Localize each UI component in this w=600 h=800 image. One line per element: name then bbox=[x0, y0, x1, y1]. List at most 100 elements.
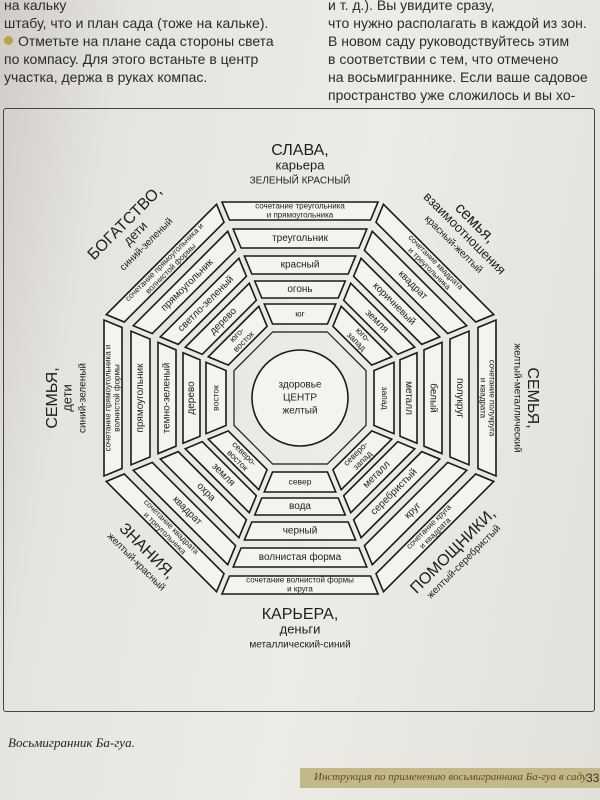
sector-label-w-direction: восток bbox=[210, 385, 220, 411]
bagua-diagram-frame bbox=[3, 108, 595, 712]
inner-octagon-outline bbox=[233, 331, 367, 465]
page-number: 33 bbox=[586, 771, 600, 785]
sector-cell-w-element bbox=[182, 351, 201, 445]
text-line: на восьмиграннике. Если ваше садовое bbox=[328, 69, 588, 85]
text-line: Отметьте на плане сада стороны света bbox=[4, 32, 299, 50]
figure-caption: Восьмигранник Ба-гуа. bbox=[8, 735, 135, 750]
bullet-icon bbox=[4, 36, 13, 45]
text-line: на кальку bbox=[4, 0, 67, 13]
running-footer: Инструкция по применению восьмигранника … bbox=[314, 771, 587, 783]
sector-label-n-shape: треугольник bbox=[272, 233, 329, 244]
sector-cell-n-shape bbox=[232, 228, 368, 249]
sector-cell-e-combo bbox=[477, 318, 497, 478]
zone-title-n: ЗЕЛЕНЫЙ КРАСНЫЙ bbox=[250, 174, 351, 187]
sector-cell-nw-direction bbox=[206, 304, 269, 367]
sector-cell-sw-color bbox=[158, 450, 248, 540]
sector-label-e-direction: запад bbox=[380, 387, 390, 410]
text-line: в соответствии с тем, что отмечено bbox=[328, 51, 559, 67]
sector-cell-sw-direction bbox=[206, 429, 269, 492]
sector-label-n-combo: и прямоугольника bbox=[267, 211, 334, 220]
sector-cell-sw-combo bbox=[104, 473, 225, 594]
text-line: что нужно располагать в каждой из зон. bbox=[328, 15, 587, 31]
text-line: по компасу. Для этого встаньте в центр bbox=[4, 51, 259, 67]
zone-title-w: дети bbox=[59, 384, 74, 412]
sector-cell-sw-shape bbox=[131, 461, 237, 567]
sector-cell-se-element bbox=[342, 440, 417, 515]
sector-label-e-combo: и квадрата bbox=[478, 378, 487, 419]
center-label-line2: ЦЕНТР bbox=[283, 393, 317, 404]
sector-label-s-combo: и круга bbox=[287, 585, 313, 594]
sector-cell-sw-element bbox=[183, 440, 258, 515]
sector-label-e-shape: полукруг bbox=[454, 378, 465, 418]
sector-cell-se-shape bbox=[363, 461, 469, 567]
sector-cell-w-shape bbox=[130, 330, 151, 466]
zone-title-s: металлический-синий bbox=[249, 640, 350, 651]
sector-label-w-shape: прямоугольник bbox=[135, 363, 146, 433]
sector-cell-s-shape bbox=[232, 547, 368, 568]
sector-label-w-combo: сочетание прямоугольника и bbox=[104, 345, 113, 452]
sector-label-n-combo: сочетание треугольника bbox=[255, 202, 345, 211]
center-circle bbox=[251, 349, 349, 447]
sector-label-e-combo: сочетание полукруга bbox=[487, 360, 496, 437]
sector-cell-nw-shape bbox=[131, 229, 237, 335]
sector-cell-n-combo bbox=[220, 201, 380, 221]
sector-cell-se-color bbox=[352, 450, 442, 540]
sector-cell-nw-color bbox=[158, 256, 248, 346]
text-line: и т. д.). Вы увидите сразу, bbox=[328, 0, 495, 13]
text-line: участка, держа в руках компас. bbox=[4, 69, 208, 85]
text-line: В новом саду руководствуйтесь этим bbox=[328, 33, 570, 49]
sector-cell-w-direction bbox=[205, 361, 227, 435]
sector-label-s-direction: север bbox=[289, 476, 312, 486]
sector-label-w-color: темно-зеленый bbox=[162, 363, 173, 434]
sector-cell-e-color bbox=[423, 341, 443, 455]
center-label-line3: желтый bbox=[282, 406, 317, 417]
footer-bar bbox=[300, 768, 600, 788]
sector-cell-e-direction bbox=[373, 361, 395, 435]
zone-title-w: синий-зеленый bbox=[78, 363, 89, 433]
sector-cell-n-element bbox=[253, 280, 347, 299]
sector-cell-s-color bbox=[243, 521, 357, 541]
sector-cell-ne-element bbox=[342, 281, 417, 356]
sector-cell-s-direction bbox=[263, 471, 337, 493]
sector-cell-nw-element bbox=[183, 281, 258, 356]
sector-label-e-element: металл bbox=[403, 381, 414, 415]
zone-title-e: желтый-металлический bbox=[511, 343, 522, 452]
text-line: пространство уже сложилось и вы хо- bbox=[328, 87, 576, 103]
zone-title-n: СЛАВА, bbox=[271, 142, 328, 159]
sector-label-n-direction: юг bbox=[295, 308, 304, 318]
zone-title-n: карьера bbox=[276, 157, 326, 172]
sector-cell-se-combo bbox=[375, 473, 496, 594]
zone-title-nw: БОГАТСТВО, bbox=[85, 183, 166, 264]
zone-title-s: КАРЬЕРА, bbox=[262, 606, 339, 623]
sector-cell-n-direction bbox=[263, 303, 337, 325]
sector-label-n-color: красный bbox=[281, 260, 320, 271]
sector-cell-n-color bbox=[243, 255, 357, 275]
sector-cell-nw-combo bbox=[104, 202, 225, 323]
sector-cell-se-direction bbox=[331, 429, 394, 492]
sector-label-e-color: белый bbox=[427, 383, 439, 412]
zone-title-w: СЕМЬЯ, bbox=[44, 367, 61, 428]
text-line: штабу, что и план сада (тоже на кальке). bbox=[4, 15, 269, 31]
sector-label-s-color: черный bbox=[283, 526, 318, 537]
sector-cell-w-color bbox=[157, 341, 177, 455]
sector-label-n-element: огонь bbox=[287, 284, 312, 295]
sector-cell-ne-shape bbox=[363, 229, 469, 335]
sector-label-s-shape: волнистая форма bbox=[259, 551, 342, 563]
sector-cell-e-shape bbox=[449, 330, 470, 466]
sector-cell-ne-combo bbox=[375, 202, 496, 323]
zone-title-e: СЕМЬЯ, bbox=[524, 367, 541, 428]
zone-title-s: деньги bbox=[280, 621, 321, 636]
sector-label-s-element: вода bbox=[289, 501, 311, 512]
sector-label-w-element: дерево bbox=[186, 381, 197, 415]
sector-cell-ne-color bbox=[352, 256, 442, 346]
right-text-column: и т. д.). Вы увидите сразу, что нужно ра… bbox=[328, 0, 593, 104]
sector-label-w-combo: волнистой формы bbox=[113, 364, 122, 432]
sector-cell-s-element bbox=[253, 497, 347, 516]
sector-cell-w-combo bbox=[103, 318, 123, 478]
sector-label-s-combo: сочетание волнистой формы bbox=[246, 576, 354, 585]
center-label-line1: здоровье bbox=[279, 380, 322, 391]
sector-cell-ne-direction bbox=[331, 304, 394, 367]
left-text-column: на кальку штабу, что и план сада (тоже н… bbox=[4, 0, 299, 86]
